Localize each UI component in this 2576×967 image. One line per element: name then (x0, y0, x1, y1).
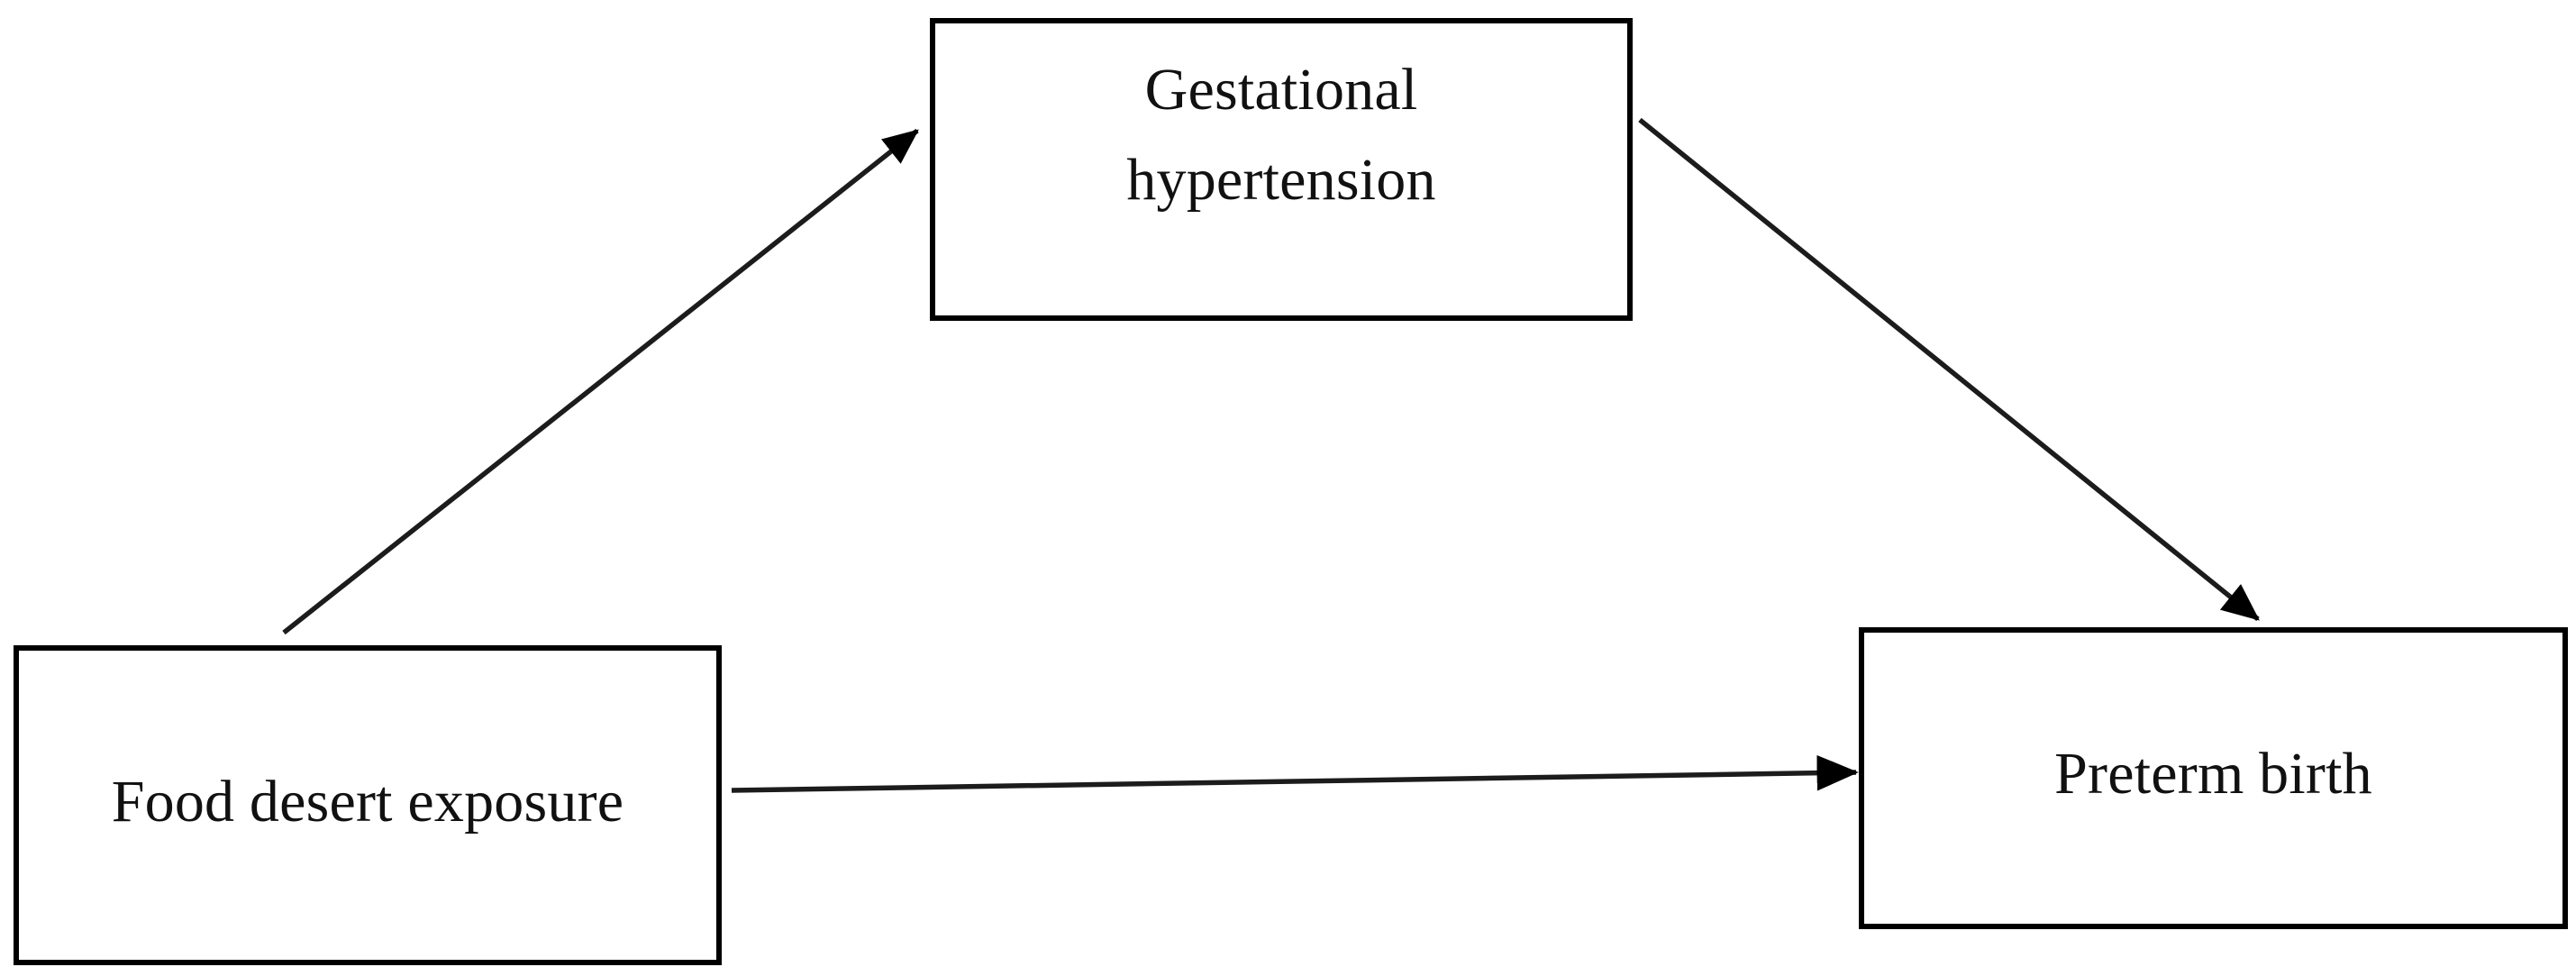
node-gestational-hypertension: Gestational hypertension (930, 18, 1633, 321)
node-label-gestational-hypertension: Gestational hypertension (1126, 57, 1436, 214)
edge-exposure-to-mediator (282, 128, 919, 635)
edge-exposure-to-outcome (731, 754, 1859, 793)
node-food-desert-exposure: Food desert exposure (14, 645, 722, 965)
edge-mediator-to-outcome (1638, 117, 2260, 622)
node-label-preterm-birth: Preterm birth (2054, 741, 2372, 807)
node-label-food-desert-exposure: Food desert exposure (111, 769, 624, 835)
node-preterm-birth: Preterm birth (1859, 627, 2568, 929)
